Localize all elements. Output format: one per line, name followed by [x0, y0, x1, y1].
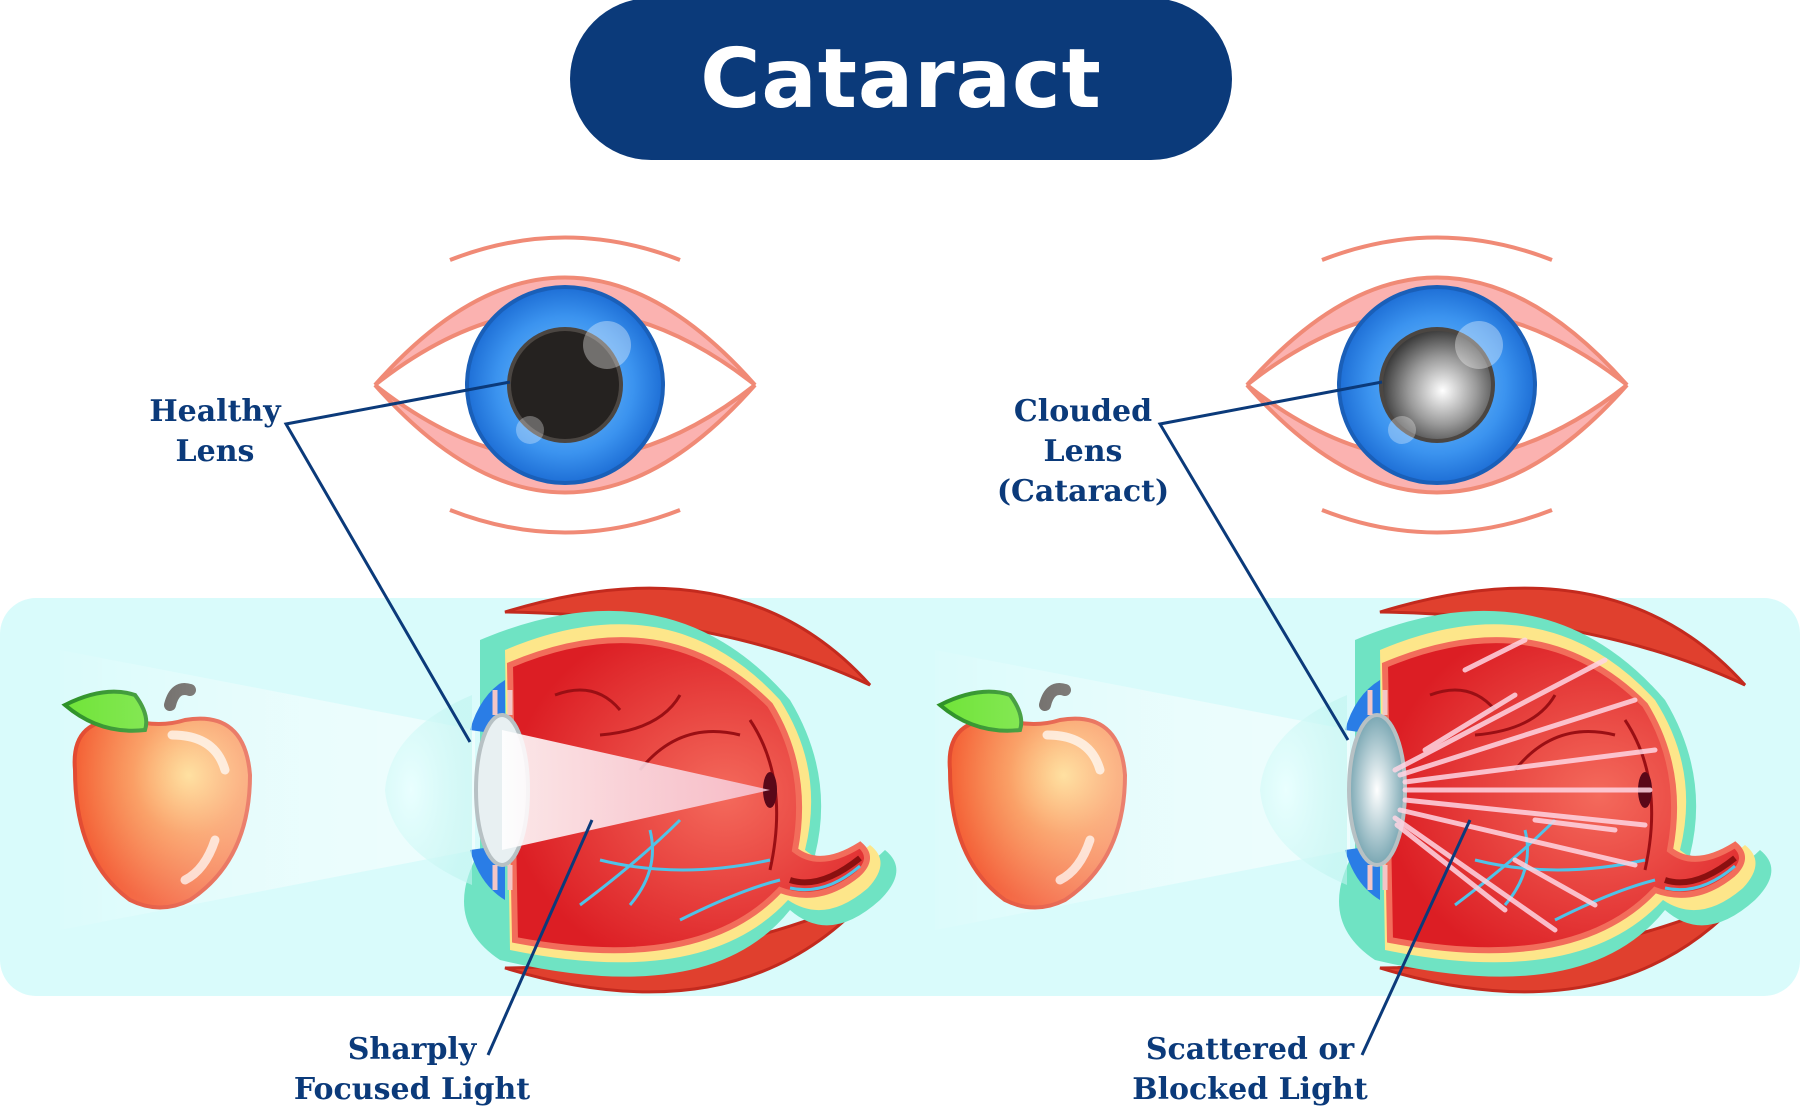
label-line: Healthy: [149, 394, 281, 429]
eye-cross-section-icon-healthy: [60, 586, 897, 994]
label-scattered-blocked-light: Scattered or Blocked Light: [1120, 1030, 1380, 1110]
label-clouded-lens: Clouded Lens (Cataract): [993, 392, 1173, 512]
front-eye-icon-cataract: [1245, 235, 1629, 535]
label-line: Lens: [1043, 434, 1123, 469]
label-line: Clouded: [1013, 394, 1153, 429]
title-banner: Cataract: [570, 0, 1232, 160]
label-line: Scattered or: [1145, 1032, 1355, 1067]
label-line: Sharply: [347, 1032, 477, 1067]
leader-lines: [283, 380, 1472, 1056]
label-line: Blocked Light: [1132, 1072, 1368, 1107]
front-eye-icon-healthy: [373, 235, 757, 535]
label-line: Focused Light: [293, 1072, 531, 1107]
label-sharply-focused-light: Sharply Focused Light: [282, 1030, 542, 1110]
label-line: Lens: [175, 434, 255, 469]
label-line: (Cataract): [996, 474, 1170, 509]
eye-cross-section-icon-cataract: [935, 586, 1772, 994]
page-title: Cataract: [700, 31, 1102, 127]
label-healthy-lens: Healthy Lens: [140, 392, 290, 472]
